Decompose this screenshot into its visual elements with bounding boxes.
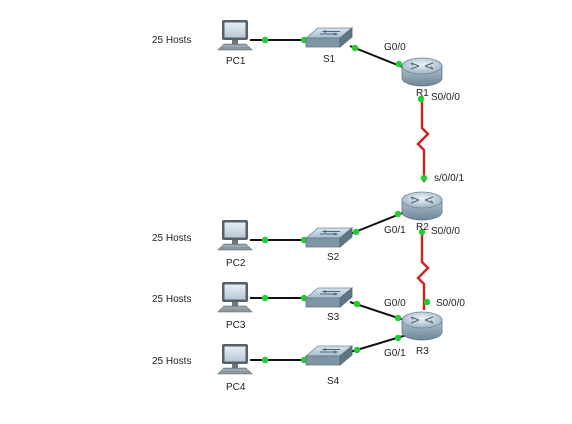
pc-icon (217, 343, 253, 375)
serial-links (416, 96, 430, 310)
link-light (353, 300, 361, 308)
host-count-label: 25 Hosts (152, 233, 191, 244)
pc-2[interactable] (217, 219, 253, 251)
interface-label: S0/0/0 (436, 298, 465, 309)
interface-label: s/0/0/1 (434, 173, 464, 184)
host-count-label: 25 Hosts (152, 294, 191, 305)
pc-icon (217, 19, 253, 51)
router-label: R2 (416, 222, 429, 233)
link-light (420, 174, 428, 182)
pc-icon (217, 219, 253, 251)
link-light (351, 44, 359, 52)
ethernet-links (250, 39, 411, 361)
link-light (261, 236, 269, 244)
link-light (352, 228, 360, 236)
switch-icon (305, 227, 353, 248)
link-light (261, 294, 269, 302)
switch-icon (305, 27, 353, 48)
switch-label: S3 (327, 312, 340, 323)
link-light (261, 356, 269, 364)
link-light (261, 36, 269, 44)
switch-2[interactable] (305, 227, 353, 248)
switch-label: S1 (323, 54, 336, 65)
switch-1[interactable] (305, 27, 353, 48)
pc-label: PC1 (226, 56, 246, 67)
router-1[interactable] (401, 57, 443, 87)
link-light (300, 36, 308, 44)
pc-label: PC3 (226, 320, 246, 331)
link-light (394, 334, 402, 342)
interface-label: G0/1 (384, 348, 406, 359)
router-3[interactable] (401, 311, 443, 341)
interface-label: S0/0/0 (431, 92, 460, 103)
link-light (353, 346, 361, 354)
link-light (394, 314, 402, 322)
link-light (423, 298, 431, 306)
router-icon (401, 191, 443, 221)
link-light (394, 210, 402, 218)
router-2[interactable] (401, 191, 443, 221)
interface-label: G0/0 (384, 42, 406, 53)
link-light (418, 228, 426, 236)
router-icon (401, 57, 443, 87)
router-label: R3 (416, 346, 429, 357)
switch-4[interactable] (305, 345, 353, 366)
link-light (300, 356, 308, 364)
switch-label: S2 (327, 252, 340, 263)
link-lights (261, 36, 431, 364)
interface-label: G0/0 (384, 298, 406, 309)
serial-link-r1-r2 (416, 96, 430, 182)
pc-icon (217, 281, 253, 313)
pc-label: PC4 (226, 382, 246, 393)
pc-label: PC2 (226, 258, 246, 269)
switch-icon (305, 287, 353, 308)
router-label: R1 (416, 88, 429, 99)
host-count-label: 25 Hosts (152, 35, 191, 46)
interface-label: S0/0/0 (431, 226, 460, 237)
switch-label: S4 (327, 376, 340, 387)
switch-icon (305, 345, 353, 366)
router-icon (401, 311, 443, 341)
pc-1[interactable] (217, 19, 253, 51)
link-light (300, 294, 308, 302)
serial-link-r2-r3 (416, 234, 430, 310)
pc-3[interactable] (217, 281, 253, 313)
switch-3[interactable] (305, 287, 353, 308)
link-light (395, 60, 403, 68)
interface-label: G0/1 (384, 225, 406, 236)
host-count-label: 25 Hosts (152, 356, 191, 367)
labels: 25 Hosts 25 Hosts 25 Hosts 25 Hosts PC1 … (152, 35, 465, 393)
link-light (417, 95, 425, 103)
pc-4[interactable] (217, 343, 253, 375)
